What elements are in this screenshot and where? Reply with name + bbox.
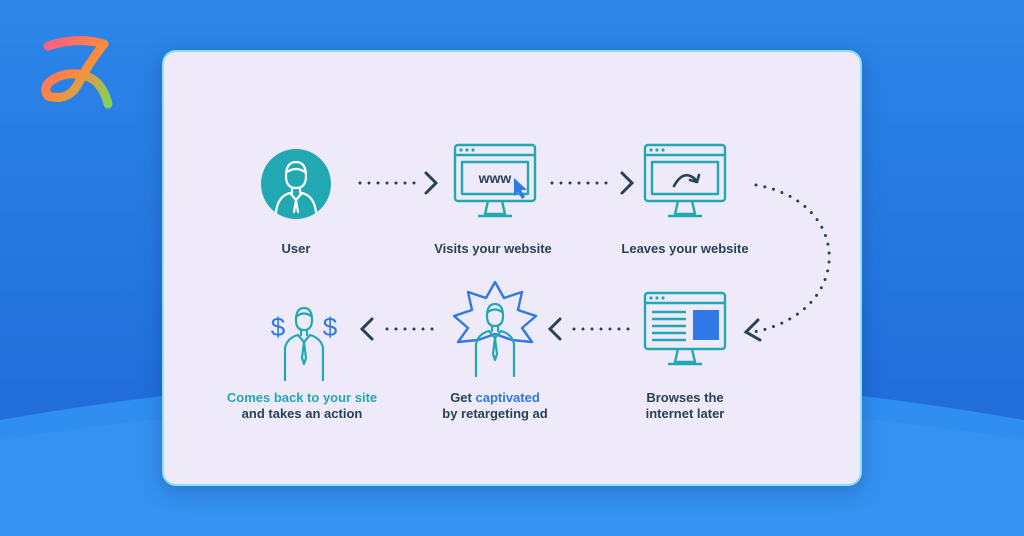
label-comeback: Comes back to your site and takes an act…: [226, 390, 378, 421]
label-leave: Leaves your website: [621, 241, 749, 256]
dollar-left: $: [271, 312, 286, 342]
person-starburst-icon: [452, 280, 538, 378]
user-avatar-icon: [261, 149, 331, 219]
connector-3: [752, 183, 831, 334]
arrow-5: [359, 317, 374, 341]
person-dollar-icon: $ $: [271, 306, 338, 382]
flow-connectors: [358, 171, 831, 342]
brand-logo-icon: [41, 36, 113, 109]
arrow-4: [547, 317, 562, 341]
starburst: [452, 280, 538, 344]
label-visit: Visits your website: [434, 241, 552, 256]
arrow-1: [424, 171, 439, 195]
www-text: www: [478, 170, 512, 186]
arrow-2: [620, 171, 635, 195]
diagram-card: User www Visits your website: [162, 50, 862, 486]
dollar-right: $: [323, 312, 338, 342]
label-user: User: [281, 241, 311, 256]
cursor-icon: [514, 178, 527, 199]
ad-block: [693, 310, 719, 340]
monitor-redirect-icon: [643, 143, 727, 218]
label-browse: Browses the internet later: [645, 390, 725, 421]
monitor-ad-icon: [643, 291, 727, 366]
monitor-www-icon: www: [453, 143, 537, 218]
arrow-3: [743, 318, 762, 342]
label-captivated: Get captivated by retargeting ad: [442, 390, 548, 421]
